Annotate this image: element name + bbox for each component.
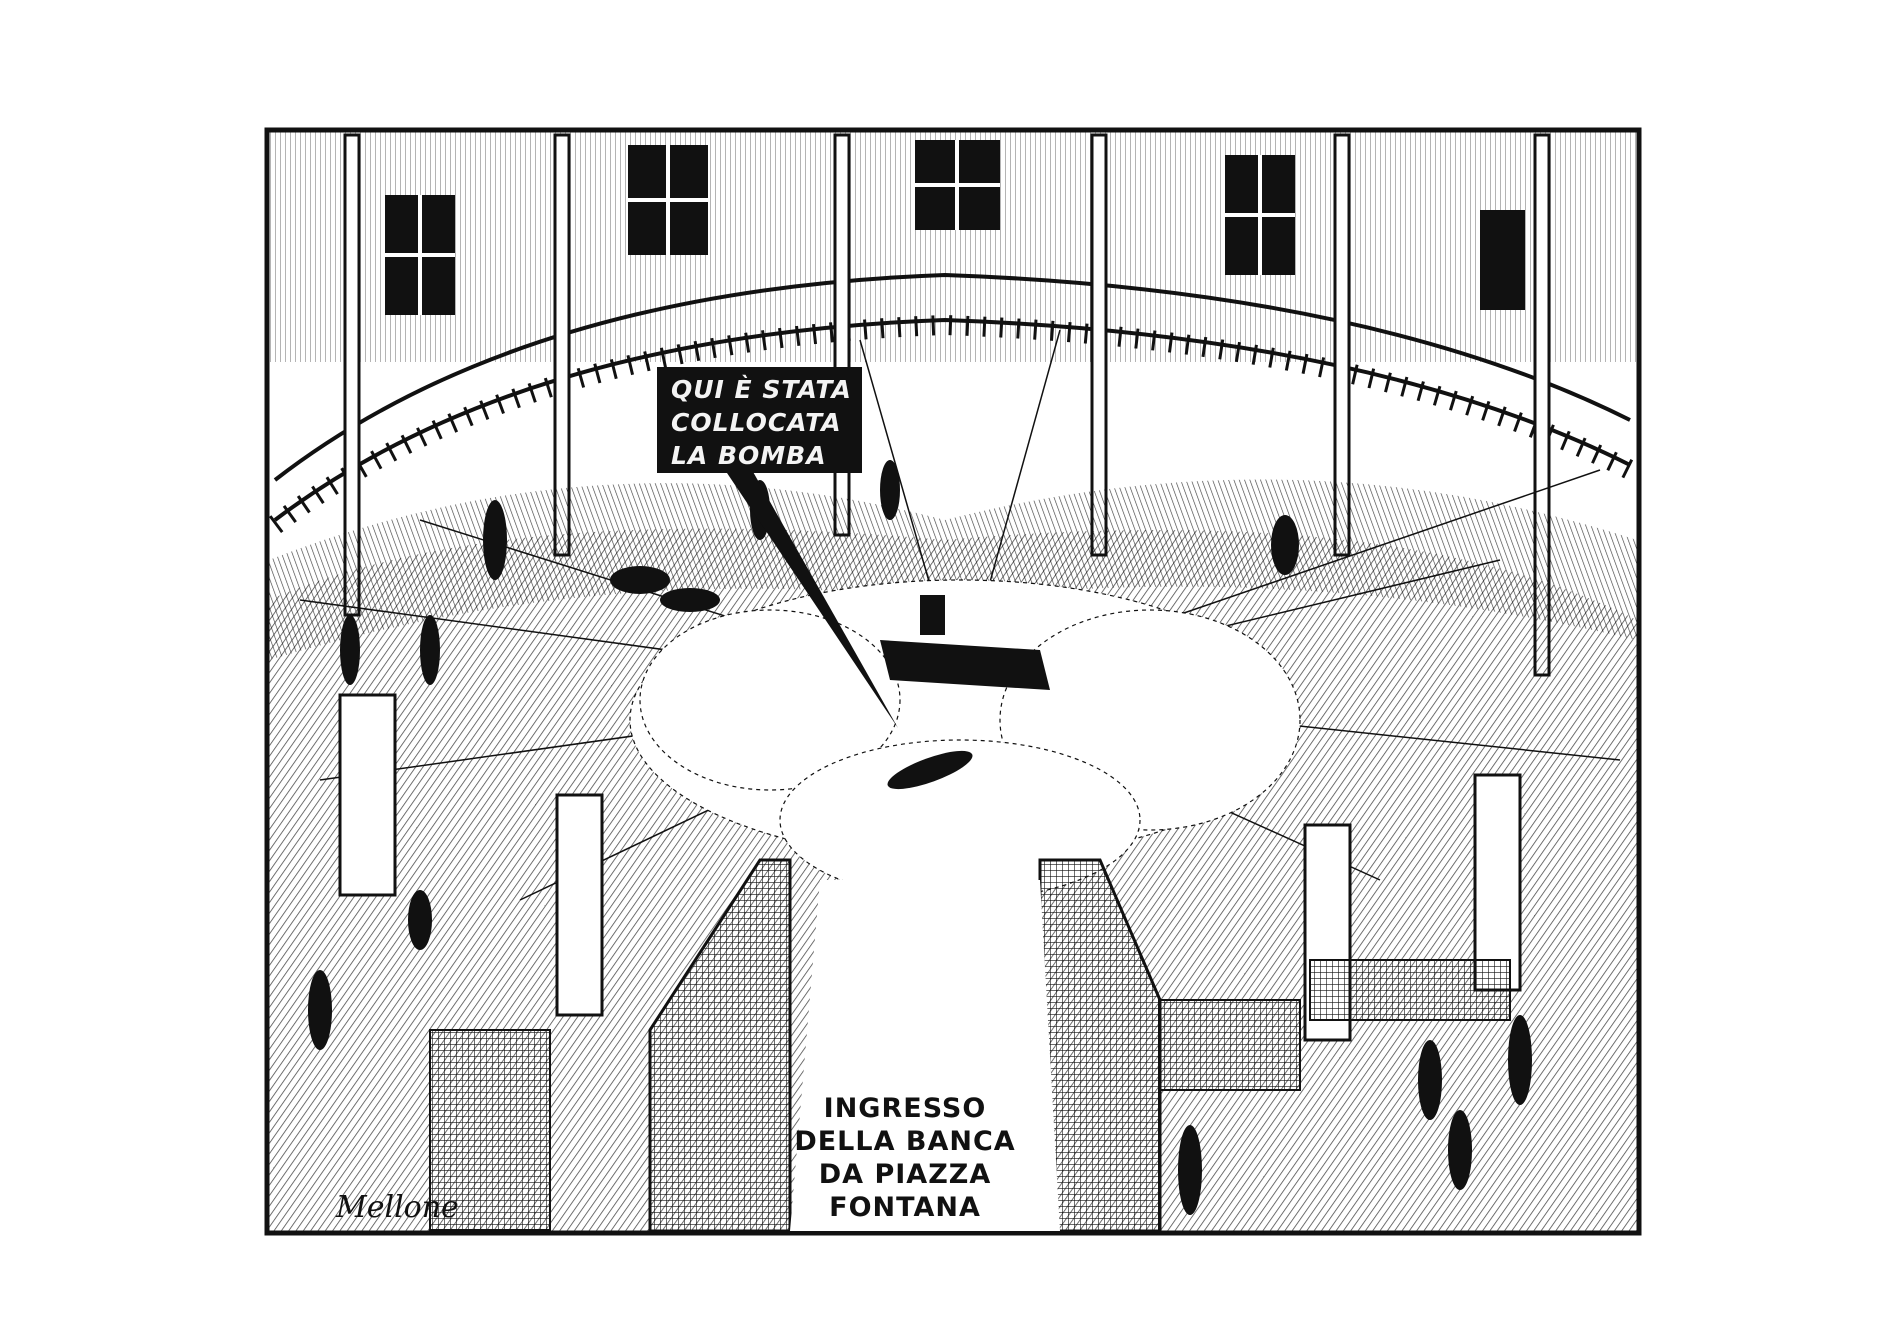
entrance-line: FONTANA (829, 1192, 981, 1223)
entrance-line: DELLA BANCA (794, 1126, 1016, 1157)
counters (429, 959, 1511, 1231)
callout-line: COLLOCATA (671, 408, 842, 437)
entrance-line: DA PIAZZA (818, 1159, 992, 1190)
artist-signature: Mellone (336, 1190, 459, 1225)
artwork-frame (264, 127, 1642, 1236)
bomb-location-callout: QUI È STATA COLLOCATA LA BOMBA (657, 367, 862, 473)
columns (343, 133, 1551, 677)
entrance-floor (790, 880, 1060, 1231)
flying-chair (920, 595, 945, 635)
callout-line: QUI È STATA (671, 375, 852, 404)
entrance-line: INGRESSO (823, 1093, 987, 1124)
balcony-railing (269, 272, 1635, 533)
flying-desk (880, 640, 1050, 690)
callout-line: LA BOMBA (671, 441, 827, 470)
entrance-caption: INGRESSO DELLA BANCA DA PIAZZA FONTANA (780, 1092, 1030, 1224)
callout-tail (725, 470, 898, 728)
